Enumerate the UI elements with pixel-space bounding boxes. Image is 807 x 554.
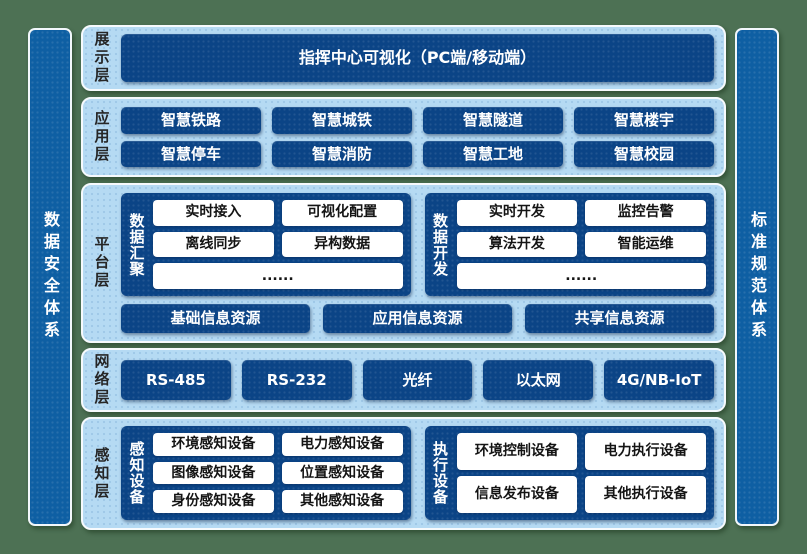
app-item: 智慧工地 [423,140,563,167]
layer-network-content: RS-485 RS-232 光纤 以太网 4G/NB-IoT [121,350,724,410]
layer-perception-label: 感知层 [83,419,121,528]
layer-display-content: 指挥中心可视化（PC端/移动端） [121,27,724,89]
platform-item-more: ...... [153,263,403,289]
command-center-box: 指挥中心可视化（PC端/移动端） [121,34,714,82]
layer-display-label: 展示层 [83,27,121,89]
layer-platform-label-text: 平台层 [92,236,111,290]
layer-display: 展示层 指挥中心可视化（PC端/移动端） [81,25,726,91]
sensing-item: 图像感知设备 [153,461,274,485]
application-grid: 智慧铁路 智慧城铁 智慧隧道 智慧楼宇 智慧停车 智慧消防 智慧工地 智慧校园 [121,107,714,167]
group-sensing-devices-grid: 环境感知设备 电力感知设备 图像感知设备 位置感知设备 身份感知设备 其他感知设… [153,433,403,513]
group-data-development-grid: 实时开发 监控告警 算法开发 智能运维 ...... [456,200,706,289]
perception-groups: 感知设备 环境感知设备 电力感知设备 图像感知设备 位置感知设备 身份感知设备 … [121,426,714,520]
sensing-item: 身份感知设备 [153,490,274,513]
group-data-aggregation: 数据汇聚 实时接入 可视化配置 离线同步 异构数据 ...... [121,193,411,296]
app-item: 智慧楼宇 [574,107,714,134]
data-security-pillar: 数据安全体系 [28,28,72,526]
group-execution-devices-grid: 环境控制设备 电力执行设备 信息发布设备 其他执行设备 [456,433,706,513]
platform-item: 监控告警 [585,200,706,226]
sensing-item: 位置感知设备 [281,461,403,485]
layer-perception: 感知层 感知设备 环境感知设备 电力感知设备 图像感知设备 位置感知设备 身份感… [81,417,726,530]
platform-item: 可视化配置 [281,200,403,226]
layer-perception-label-text: 感知层 [92,446,111,501]
network-item: 光纤 [362,360,473,400]
group-sensing-devices-label: 感知设备 [121,433,153,513]
group-data-aggregation-label: 数据汇聚 [121,200,153,289]
app-item: 智慧校园 [574,140,714,167]
app-item: 智慧城铁 [272,107,412,134]
layer-platform: 平台层 数据汇聚 实时接入 可视化配置 离线同步 异构数据 ...... [81,183,726,343]
resource-item: 共享信息资源 [525,304,714,333]
group-execution-devices: 执行设备 环境控制设备 电力执行设备 信息发布设备 其他执行设备 [424,426,714,520]
execution-item: 其他执行设备 [585,476,706,513]
layer-application-label: 应用层 [83,99,121,175]
resource-item: 基础信息资源 [121,304,310,333]
platform-item: 智能运维 [585,231,706,258]
execution-item: 信息发布设备 [456,476,578,513]
network-item: RS-232 [241,360,352,400]
layer-network: 网络层 RS-485 RS-232 光纤 以太网 4G/NB-IoT [81,348,726,412]
platform-item-more: ...... [456,263,706,289]
group-execution-devices-label: 执行设备 [425,433,457,513]
layer-application-content: 智慧铁路 智慧城铁 智慧隧道 智慧楼宇 智慧停车 智慧消防 智慧工地 智慧校园 [121,99,724,175]
group-data-aggregation-grid: 实时接入 可视化配置 离线同步 异构数据 ...... [153,200,403,289]
network-item: 4G/NB-IoT [604,360,714,400]
platform-item: 异构数据 [281,231,403,258]
resource-item: 应用信息资源 [323,304,512,333]
network-item: RS-485 [121,360,231,400]
layer-application: 应用层 智慧铁路 智慧城铁 智慧隧道 智慧楼宇 智慧停车 智慧消防 智慧工地 智… [81,97,726,177]
network-item: 以太网 [483,360,594,400]
layer-network-label-text: 网络层 [92,353,111,407]
layer-application-label-text: 应用层 [92,110,111,164]
group-sensing-devices: 感知设备 环境感知设备 电力感知设备 图像感知设备 位置感知设备 身份感知设备 … [121,426,411,520]
sensing-item: 环境感知设备 [153,433,274,456]
app-item: 智慧隧道 [423,107,563,134]
sensing-item: 其他感知设备 [281,490,403,513]
execution-item: 电力执行设备 [585,433,706,470]
platform-item: 实时接入 [153,200,274,226]
layer-display-label-text: 展示层 [92,31,111,85]
layer-platform-label: 平台层 [83,185,121,341]
platform-resources: 基础信息资源 应用信息资源 共享信息资源 [121,304,714,333]
platform-item: 算法开发 [456,231,578,258]
group-sensing-devices-label-text: 感知设备 [127,441,146,505]
app-item: 智慧铁路 [121,107,261,134]
app-item: 智慧停车 [121,140,261,167]
data-security-pillar-label: 数据安全体系 [41,211,60,343]
platform-groups: 数据汇聚 实时接入 可视化配置 离线同步 异构数据 ...... 数据开发 [121,193,714,296]
group-data-development-label: 数据开发 [425,200,457,289]
layer-network-label: 网络层 [83,350,121,410]
standards-pillar: 标准规范体系 [735,28,779,526]
app-item: 智慧消防 [272,140,412,167]
sensing-item: 电力感知设备 [281,433,403,456]
group-data-development-label-text: 数据开发 [431,212,449,277]
network-grid: RS-485 RS-232 光纤 以太网 4G/NB-IoT [121,358,714,402]
group-execution-devices-label-text: 执行设备 [431,441,449,505]
standards-pillar-label: 标准规范体系 [748,211,767,343]
layer-perception-content: 感知设备 环境感知设备 电力感知设备 图像感知设备 位置感知设备 身份感知设备 … [121,419,724,528]
group-data-aggregation-label-text: 数据汇聚 [127,212,146,277]
platform-item: 实时开发 [456,200,578,226]
layer-stack: 展示层 指挥中心可视化（PC端/移动端） 应用层 智慧铁路 智慧城铁 智慧隧道 … [81,25,726,530]
platform-item: 离线同步 [153,231,274,258]
execution-item: 环境控制设备 [456,433,578,470]
group-data-development: 数据开发 实时开发 监控告警 算法开发 智能运维 ...... [424,193,714,296]
layer-platform-content: 数据汇聚 实时接入 可视化配置 离线同步 异构数据 ...... 数据开发 [121,185,724,341]
